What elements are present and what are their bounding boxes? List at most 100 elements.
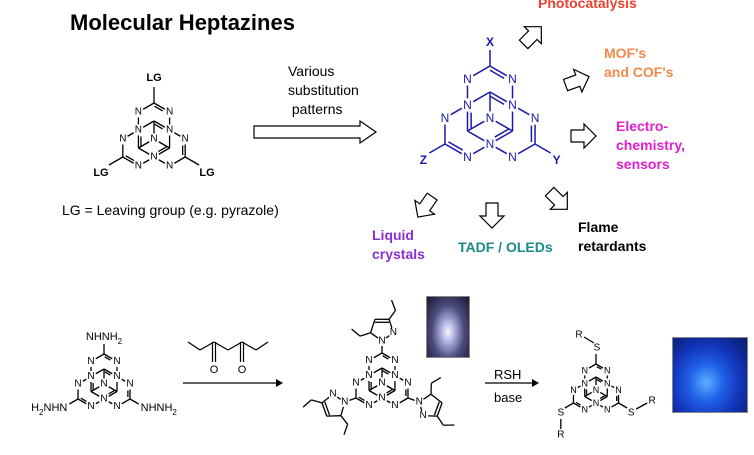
nitrogen-atom: N: [508, 150, 517, 164]
bond: [573, 402, 581, 408]
r-group-label: R: [649, 396, 656, 407]
arrow-to-electrochemistry: [570, 122, 597, 150]
hydrazine-group-label: NHNH2: [141, 402, 178, 417]
bond: [388, 310, 397, 320]
bond: [588, 376, 597, 382]
bond: [429, 143, 446, 154]
bond: [564, 402, 574, 409]
bond: [618, 402, 628, 409]
bond: [369, 319, 376, 333]
bond: [495, 146, 508, 155]
bond: [588, 404, 593, 408]
bond: [125, 155, 135, 162]
bond: [386, 385, 396, 392]
bond: [430, 393, 443, 404]
bond: [599, 404, 604, 408]
bond: [153, 120, 166, 128]
bond: [584, 395, 593, 402]
bond: [103, 368, 113, 375]
bond: [104, 371, 111, 376]
bond: [174, 156, 186, 164]
bond: [340, 415, 349, 425]
bond: [467, 130, 485, 142]
bond: [359, 332, 371, 337]
block-arrow-shape: [518, 26, 542, 50]
sulfur-atom: S: [628, 408, 635, 419]
arrow-to-photocatalysis: [518, 26, 542, 50]
bond: [495, 120, 513, 132]
bond: [82, 378, 87, 382]
bond: [187, 341, 201, 351]
bond: [373, 400, 378, 404]
arrow-to-liquid: [414, 192, 438, 218]
nitrogen-atom: N: [150, 152, 157, 163]
arrow-to-flame: [544, 186, 568, 210]
bond: [583, 336, 595, 344]
nitrogen-atom: N: [113, 371, 120, 382]
nitrogen-atom: N: [113, 401, 120, 412]
bond: [108, 156, 124, 166]
bond: [154, 105, 164, 112]
nitrogen-atom: N: [593, 385, 600, 395]
bond: [324, 401, 331, 416]
bond: [388, 319, 393, 329]
bond: [373, 352, 383, 359]
bond: [158, 147, 170, 155]
nitrogen-atom: N: [391, 355, 398, 366]
nitrogen-atom: N: [570, 385, 577, 395]
bond: [227, 341, 243, 351]
bond: [199, 341, 215, 351]
blue-fluorescence-photo: [672, 337, 748, 413]
bond: [95, 401, 100, 405]
bond: [368, 389, 378, 396]
bond: [95, 353, 105, 360]
bond: [575, 401, 581, 406]
bond: [423, 393, 432, 400]
bond: [142, 102, 155, 110]
nitrogen-atom: N: [391, 400, 398, 411]
block-arrow-shape: [478, 202, 506, 229]
nitrogen-atom: N: [87, 371, 94, 382]
bond: [494, 128, 510, 138]
bond: [450, 107, 463, 116]
bond: [321, 402, 328, 417]
reagent-label: RSH: [494, 367, 522, 382]
bond: [311, 399, 323, 404]
bond: [129, 398, 139, 405]
bond: [595, 363, 604, 369]
bond: [436, 415, 444, 426]
bond: [381, 352, 391, 359]
sulfur-atom: S: [557, 408, 564, 419]
bond: [599, 395, 608, 402]
bond: [385, 335, 390, 339]
conditions-label: base: [494, 390, 523, 405]
bond: [370, 332, 379, 339]
bond: [577, 385, 581, 389]
bond: [596, 379, 602, 383]
bond: [138, 147, 150, 155]
nitrogen-atom: N: [119, 134, 126, 145]
leaving-group-label: LG: [93, 167, 108, 179]
bond: [399, 397, 409, 404]
bond: [472, 91, 491, 103]
nitrogen-atom: N: [100, 379, 107, 390]
bond: [431, 377, 442, 384]
nitrogen-atom: N: [341, 397, 348, 408]
application-photocatalysis: Photocatalysis: [538, 0, 637, 11]
bond: [153, 102, 166, 110]
nitrogen-atom: N: [365, 400, 372, 411]
bond: [489, 69, 505, 80]
bond: [373, 367, 383, 374]
bond: [340, 406, 344, 416]
nitrogen-atom: N: [87, 356, 94, 367]
nitrogen-atom: N: [166, 161, 173, 172]
bond: [489, 65, 508, 77]
nitrogen-atom: N: [604, 379, 611, 389]
bond: [467, 120, 485, 132]
bond: [448, 141, 464, 151]
bond: [174, 132, 181, 137]
